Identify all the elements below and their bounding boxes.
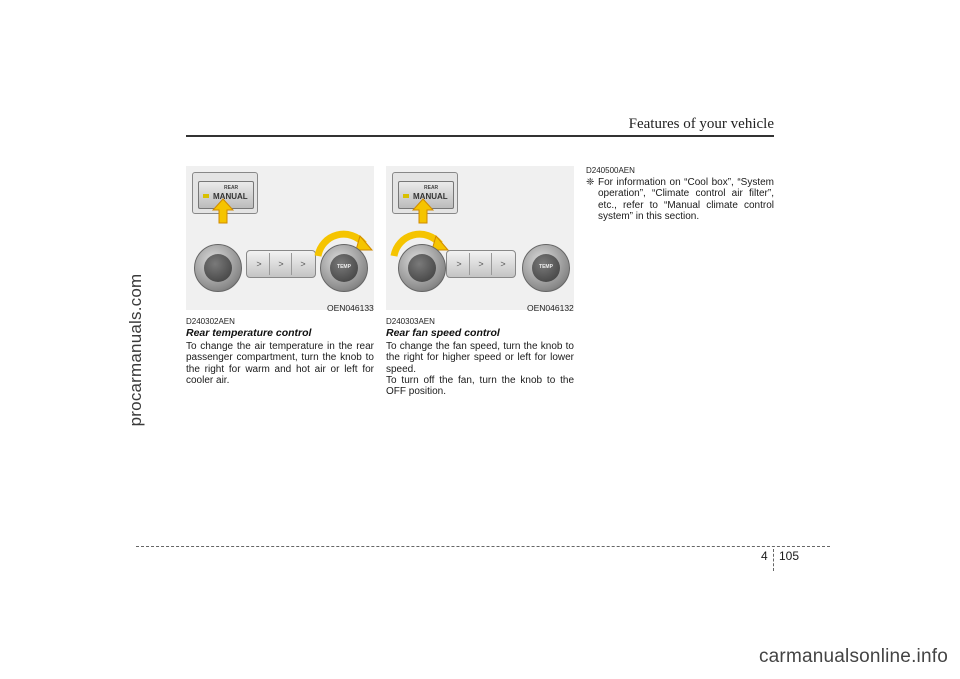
body-text-rear-fan-1: To change the fan speed, turn the knob t… [386, 341, 574, 375]
section-code: D240500AEN [586, 166, 635, 175]
page-header-title: Features of your vehicle [628, 116, 774, 132]
mode-buttons: > > > [446, 250, 516, 278]
section-title-rear-fan: Rear fan speed control [386, 327, 500, 339]
manual-label: MANUAL [413, 192, 448, 201]
footer-rule [136, 546, 830, 547]
temp-knob-face: TEMP [532, 254, 560, 282]
note-symbol-icon: ❈ [586, 177, 595, 188]
header-rule [186, 135, 774, 137]
temp-knob: TEMP [522, 244, 570, 292]
note-text: For information on “Cool box”, “System o… [598, 177, 774, 223]
figure-code: OEN046132 [527, 303, 574, 313]
fan-icon [204, 254, 232, 282]
rear-label: REAR [424, 185, 439, 191]
section-title-rear-temp: Rear temperature control [186, 327, 312, 339]
page-number-separator [773, 549, 774, 571]
temp-label: TEMP [337, 264, 351, 270]
rotate-clockwise-arrow-icon [314, 230, 374, 257]
side-watermark: procarmanuals.com [126, 273, 145, 427]
arrow-up-icon [412, 198, 434, 224]
section-code: D240303AEN [386, 317, 435, 326]
chapter-number: 4 [761, 549, 768, 563]
temp-knob-face: TEMP [330, 254, 358, 282]
body-text-rear-temp: To change the air temperature in the rea… [186, 341, 374, 387]
indicator-light [203, 194, 209, 198]
rear-label: REAR [224, 185, 239, 191]
arrow-up-icon [212, 198, 234, 224]
mode-buttons: > > > [246, 250, 316, 278]
figure-code: OEN046133 [327, 303, 374, 313]
fan-knob [398, 244, 446, 292]
figure-rear-fan-control: REAR MANUAL > > > TEMP [386, 166, 574, 310]
temp-label: TEMP [539, 264, 553, 270]
page-number: 105 [779, 549, 800, 563]
manual-label: MANUAL [213, 192, 248, 201]
body-text-rear-fan-2: To turn off the fan, turn the knob to th… [386, 375, 574, 398]
fan-icon [408, 254, 436, 282]
figure-rear-temp-control: REAR MANUAL > > > TEMP [186, 166, 374, 310]
rotate-clockwise-arrow-icon [390, 230, 450, 257]
section-code: D240302AEN [186, 317, 235, 326]
bottom-watermark: carmanualsonline.info [758, 646, 948, 667]
indicator-light [403, 194, 409, 198]
fan-knob [194, 244, 242, 292]
temp-knob: TEMP [320, 244, 368, 292]
